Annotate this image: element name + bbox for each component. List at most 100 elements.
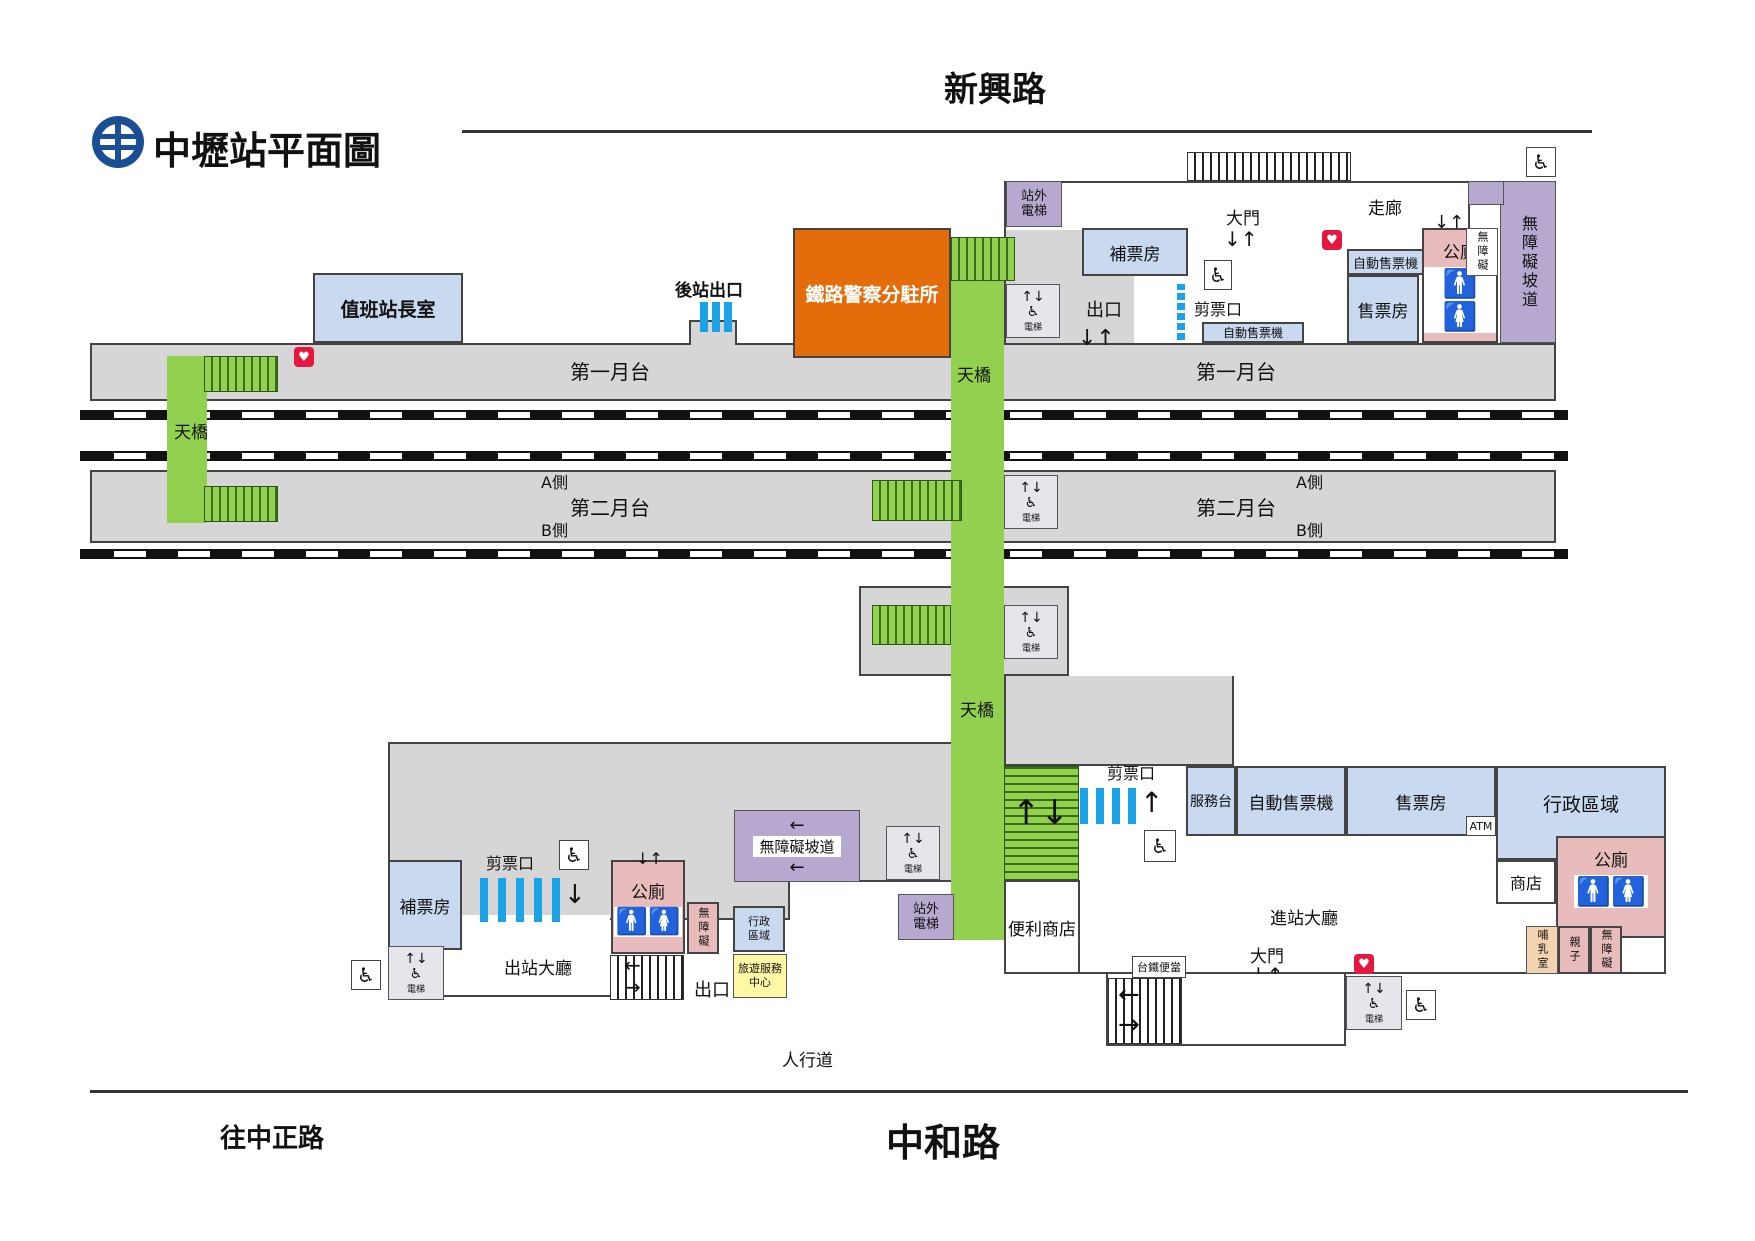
elevator-exit-hall[interactable]: ↑↓♿ 電梯 <box>388 946 444 1000</box>
accessible-icon: ♿ <box>1406 990 1436 1020</box>
main-gate-south-label: 大門 <box>1250 947 1284 967</box>
west-bridge-stair-p1 <box>204 356 278 392</box>
elevator-north[interactable]: ↑↓♿ 電梯 <box>1006 284 1060 338</box>
elevator-p2[interactable]: ↑↓♿ 電梯 <box>1004 475 1058 529</box>
ticket-office-north-label: 售票房 <box>1357 301 1409 322</box>
platform-2-label-east: 第二月台 <box>1196 496 1276 520</box>
accessible-toilet-south-west-label: 無障礙 <box>697 907 710 949</box>
entry-stair-south <box>1108 978 1182 1044</box>
rear-exit-gate-2 <box>712 302 720 332</box>
exit-gate-3 <box>516 878 524 922</box>
shop[interactable]: 商店 <box>1496 860 1556 904</box>
ticket-machine-north[interactable]: 自動售票機 <box>1347 249 1424 275</box>
tourist-service-center-label: 旅遊服務中心 <box>738 962 782 989</box>
elevator-icon: ♿ <box>1367 995 1381 1012</box>
family-room: 親子 <box>1558 926 1590 974</box>
road-label-southwest: 往中正路 <box>220 1124 325 1154</box>
platform-2-side-b-west: B側 <box>541 521 568 540</box>
central-bridge-label-south: 天橋 <box>960 701 994 721</box>
platform-2-side-a-west: A側 <box>541 473 568 492</box>
west-bridge <box>167 356 207 523</box>
accessible-toilet-north-label: 無障礙 <box>1476 231 1489 273</box>
accessible-ramp-north-label: 無障礙坡道 <box>1519 214 1538 310</box>
convenience-store[interactable]: 便利商店 <box>1004 880 1080 974</box>
outdoor-elevator-north[interactable]: 站外電梯 <box>1006 181 1062 227</box>
track-1 <box>80 410 1568 420</box>
elevator-icon: ♿ <box>1024 494 1038 511</box>
ramp-arrow-icon: ← <box>789 856 805 878</box>
bento-shop[interactable]: 台鐵便當 <box>1132 956 1186 978</box>
ticket-machine-south[interactable]: 自動售票機 <box>1236 766 1346 836</box>
elevator-icon: ↑↓ <box>1019 609 1043 626</box>
toilet-south-east: 公廁 🚹🚺 <box>1556 836 1666 938</box>
central-bridge-stair-lower <box>872 605 951 645</box>
sidewalk-label: 人行道 <box>782 1051 833 1071</box>
entry-gate-2 <box>1096 788 1104 824</box>
elevator-icon: ↑↓ <box>404 950 428 967</box>
outdoor-elevator-south[interactable]: 站外電梯 <box>898 894 954 940</box>
accessible-ramp-south-label: 無障礙坡道 <box>753 835 841 857</box>
elevator-icon: ↑↓ <box>1362 980 1386 997</box>
track-3 <box>80 549 1568 559</box>
accessible-ramp-south[interactable]: ← 無障礙坡道 ← <box>734 810 860 882</box>
nursing-room: 哺乳室 <box>1526 926 1558 974</box>
admin-area-label: 行政區域 <box>1542 794 1619 816</box>
station-logo <box>90 114 146 170</box>
entry-gate-3 <box>1112 788 1120 824</box>
railway-police-office: 鐵路警察分駐所 <box>793 228 951 358</box>
tra-logo-icon <box>92 116 144 168</box>
central-bridge-stair-north <box>951 237 1015 281</box>
exit-gate-4 <box>534 878 542 922</box>
elevator-entry-hall-label: 電梯 <box>1364 1014 1383 1025</box>
exit-north-arrows: ↓↑ <box>1078 326 1115 351</box>
accessible-icon: ♿ <box>1204 260 1232 290</box>
exit-stair-south-west <box>610 955 684 1000</box>
toilet-south-west: 公廁 🚹🚺 <box>611 860 685 954</box>
elevator-icon: ↑↓ <box>1019 479 1043 496</box>
ticket-office-south-label: 售票房 <box>1395 793 1447 814</box>
fare-office-north: 補票房 <box>1082 228 1188 276</box>
accessible-icon: ♿ <box>559 840 589 870</box>
track-2 <box>80 451 1568 461</box>
exit-hall-floor <box>440 915 610 997</box>
elevator-concourse[interactable]: ↑↓♿ 電梯 <box>886 826 940 880</box>
elevator-bridge[interactable]: ↑↓♿ 電梯 <box>1004 605 1058 659</box>
ramp-north-top <box>1468 181 1504 205</box>
central-bridge <box>951 237 1004 940</box>
elevator-icon: ↑↓ <box>901 830 925 847</box>
ticket-machine-north-small-label: 自動售票機 <box>1222 326 1283 340</box>
exit-gate-2 <box>498 878 506 922</box>
gate-south-east-label: 剪票口 <box>1107 764 1156 783</box>
admin-area-small-label: 行政區域 <box>748 915 770 942</box>
elevator-entry-hall[interactable]: ↑↓♿ 電梯 <box>1346 976 1402 1030</box>
entry-stair-main <box>1004 766 1079 880</box>
platform-1-label-west: 第一月台 <box>570 360 650 384</box>
accessible-toilet-north: 無障礙 <box>1466 228 1498 276</box>
exit-north-label: 出口 <box>1086 300 1122 321</box>
entry-gate-arrow: ↑ <box>1140 786 1164 819</box>
elevator-icon: ♿ <box>409 965 423 982</box>
bento-shop-label: 台鐵便當 <box>1137 961 1181 974</box>
exit-south-west-label: 出口 <box>694 980 730 1001</box>
elevator-north-label: 電梯 <box>1023 322 1042 333</box>
rear-exit-label: 後站出口 <box>675 281 743 301</box>
ticket-machine-north-small[interactable]: 自動售票機 <box>1202 322 1304 343</box>
entry-stair-arrows: ↑↓ <box>1012 793 1069 833</box>
accessible-icon: ♿ <box>1526 147 1556 177</box>
exit-gate-1 <box>480 878 488 922</box>
railway-police-office-label: 鐵路警察分駐所 <box>805 283 939 306</box>
toilet-south-east-label: 公廁 <box>1594 851 1628 871</box>
ticket-office-north: 售票房 <box>1347 275 1419 343</box>
accessible-ramp-north[interactable]: 無障礙坡道 <box>1500 181 1556 343</box>
stationmaster-room-label: 值班站長室 <box>340 298 436 321</box>
platform-1-label-east: 第一月台 <box>1196 360 1276 384</box>
convenience-store-label: 便利商店 <box>1008 919 1076 940</box>
atm[interactable]: ATM <box>1466 816 1496 836</box>
toilet-icon: 🚹🚺 <box>1574 875 1648 908</box>
platform-2 <box>90 470 1556 543</box>
shop-label: 商店 <box>1509 874 1542 893</box>
gate-south-west-label: 剪票口 <box>486 854 535 873</box>
west-bridge-label: 天橋 <box>174 423 208 443</box>
south-road-line <box>90 1090 1688 1093</box>
accessible-icon: ♿ <box>1144 830 1176 862</box>
